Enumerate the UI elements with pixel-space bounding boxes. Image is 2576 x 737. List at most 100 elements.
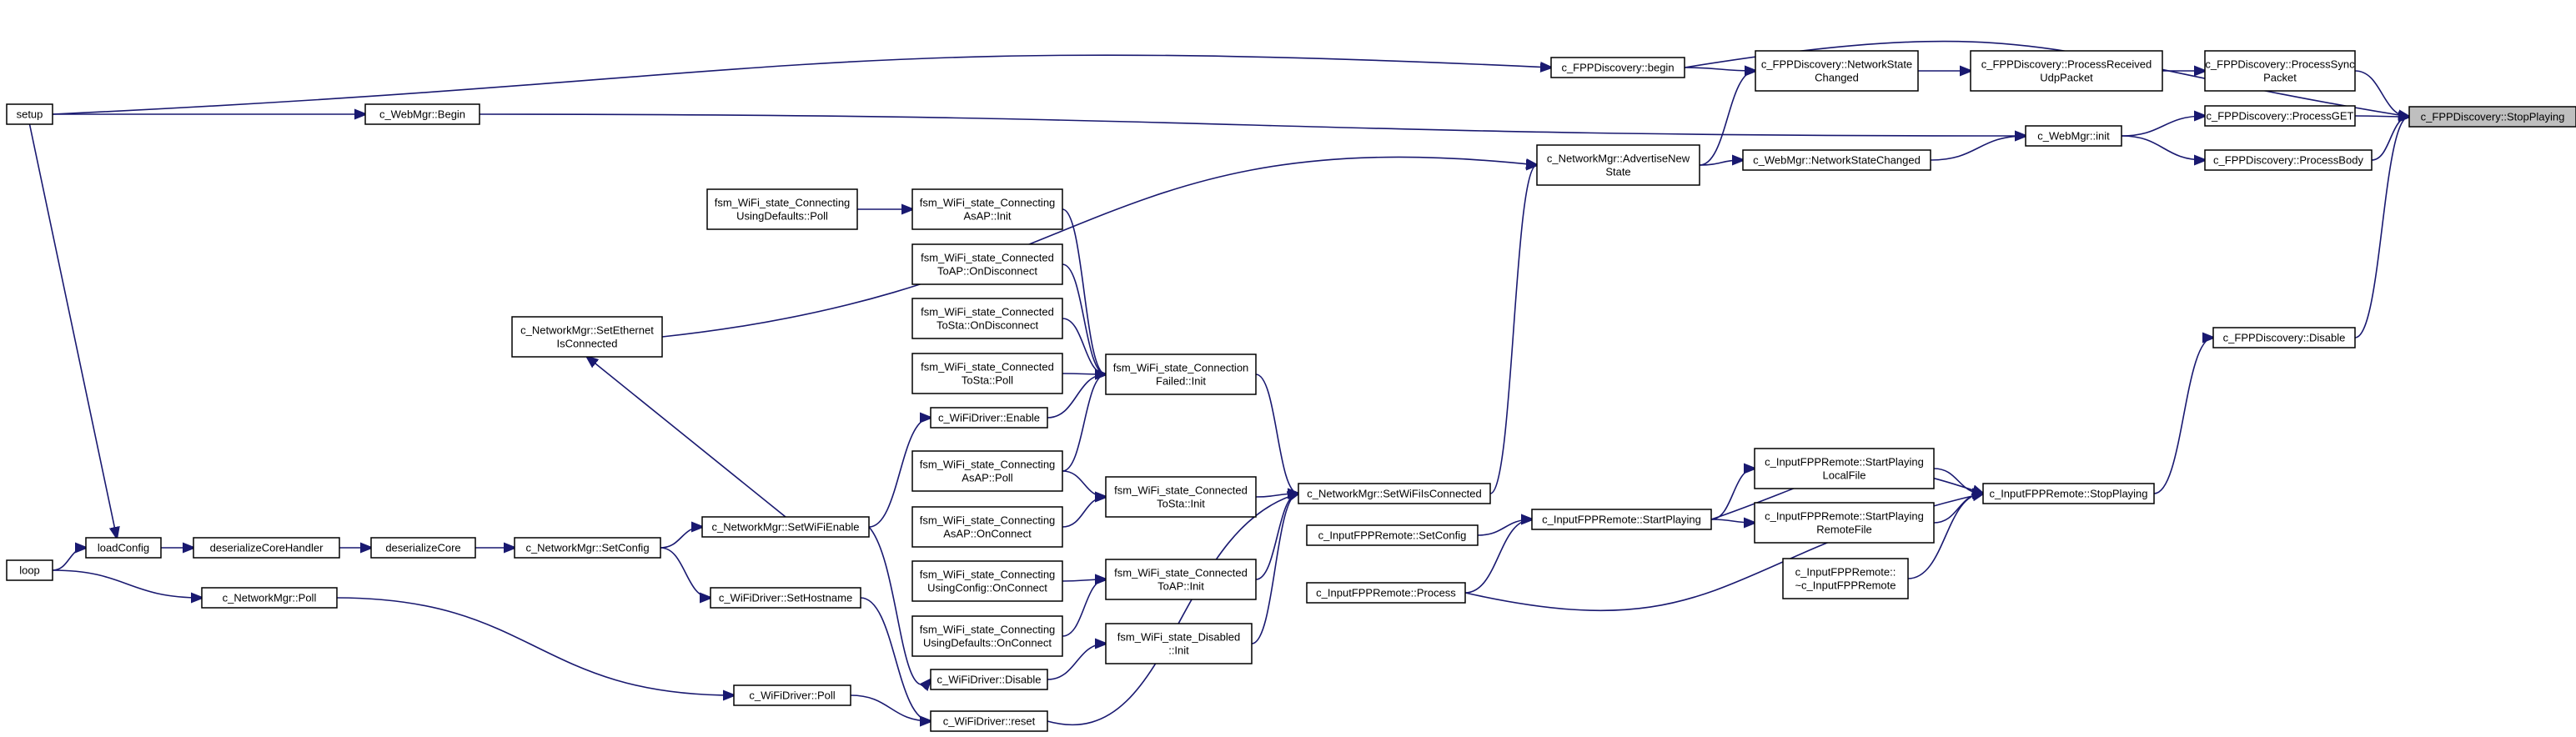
node-irsetcfg[interactable]: c_InputFPPRemote::SetConfig bbox=[1306, 524, 1479, 546]
node-label-defconn-0: fsm_WiFi_state_Connecting bbox=[920, 624, 1056, 636]
node-nmsetcfg[interactable]: c_NetworkMgr::SetConfig bbox=[514, 537, 661, 559]
node-dscore[interactable]: deserializeCore bbox=[370, 537, 476, 559]
node-wdreset[interactable]: c_WiFiDriver::reset bbox=[930, 710, 1048, 732]
node-box-defconn bbox=[911, 615, 1063, 657]
node-wddisable[interactable]: c_WiFiDriver::Disable bbox=[930, 669, 1048, 690]
node-box-pget bbox=[2204, 105, 2356, 127]
node-label-irdtor-1: ~c_InputFPPRemote bbox=[1795, 579, 1896, 592]
node-label-irdtor-0: c_InputFPPRemote:: bbox=[1795, 566, 1896, 579]
edge-failinit-to-wificonn bbox=[1255, 374, 1298, 494]
node-label-irsremote-0: c_InputFPPRemote::StartPlaying bbox=[1765, 510, 1924, 523]
edge-aponconn-to-tostainit bbox=[1062, 497, 1106, 528]
node-defpoll[interactable]: fsm_WiFi_state_ConnectingUsingDefaults::… bbox=[706, 188, 858, 230]
node-label-psync-1: Packet bbox=[2263, 72, 2297, 84]
node-box-wdpoll bbox=[733, 684, 851, 706]
node-defconn[interactable]: fsm_WiFi_state_ConnectingUsingDefaults::… bbox=[911, 615, 1063, 657]
node-box-ethconn bbox=[511, 316, 663, 358]
node-toapdisc[interactable]: fsm_WiFi_state_ConnectedToAP::OnDisconne… bbox=[911, 243, 1063, 285]
node-label-wdreset-0: c_WiFiDriver::reset bbox=[943, 715, 1036, 728]
node-box-wificonn bbox=[1298, 483, 1491, 504]
node-label-nsc-0: c_FPPDiscovery::NetworkState bbox=[1761, 58, 1912, 71]
node-disable[interactable]: c_FPPDiscovery::Disable bbox=[2212, 327, 2356, 348]
node-box-aponconn bbox=[911, 506, 1063, 548]
node-box-nmpoll bbox=[201, 587, 338, 609]
node-irstart[interactable]: c_InputFPPRemote::StartPlaying bbox=[1531, 509, 1712, 530]
node-loop[interactable]: loop bbox=[6, 559, 53, 581]
node-nmwifien[interactable]: c_NetworkMgr::SetWiFiEnable bbox=[701, 516, 870, 538]
node-irdtor[interactable]: c_InputFPPRemote::~c_InputFPPRemote bbox=[1782, 558, 1909, 599]
node-box-irsremote bbox=[1754, 502, 1935, 544]
node-pget[interactable]: c_FPPDiscovery::ProcessGET bbox=[2204, 105, 2356, 127]
node-box-wddisable bbox=[930, 669, 1048, 690]
node-label-wdpoll-0: c_WiFiDriver::Poll bbox=[749, 689, 835, 702]
node-setup[interactable]: setup bbox=[6, 103, 53, 125]
node-loadcfg[interactable]: loadConfig bbox=[85, 537, 162, 559]
node-wdsethost[interactable]: c_WiFiDriver::SetHostname bbox=[710, 587, 861, 609]
node-fbegin[interactable]: c_FPPDiscovery::begin bbox=[1550, 57, 1685, 78]
node-cfgconn[interactable]: fsm_WiFi_state_ConnectingUsingConfig::On… bbox=[911, 560, 1063, 602]
edge-psync-to-root bbox=[2354, 70, 2409, 117]
edge-fbegin-to-root bbox=[1684, 40, 2409, 117]
node-label-apinit-0: fsm_WiFi_state_Connecting bbox=[920, 197, 1056, 209]
node-box-wdsethost bbox=[710, 587, 861, 609]
node-label-pbody-0: c_FPPDiscovery::ProcessBody bbox=[2213, 154, 2363, 167]
node-wminit[interactable]: c_WebMgr::init bbox=[2025, 125, 2122, 147]
node-label-dscore-0: deserializeCore bbox=[385, 542, 460, 554]
edge-wddisable-to-disinit bbox=[1047, 644, 1106, 680]
node-wmbegin[interactable]: c_WebMgr::Begin bbox=[364, 103, 480, 125]
node-box-disable bbox=[2212, 327, 2356, 348]
node-wificonn[interactable]: c_NetworkMgr::SetWiFiIsConnected bbox=[1298, 483, 1491, 504]
node-irprocess[interactable]: c_InputFPPRemote::Process bbox=[1306, 582, 1466, 604]
node-tostadisc[interactable]: fsm_WiFi_state_ConnectedToSta::OnDisconn… bbox=[911, 298, 1063, 339]
node-pbody[interactable]: c_FPPDiscovery::ProcessBody bbox=[2204, 149, 2373, 171]
edge-wmnsc-to-wminit bbox=[1930, 136, 2026, 161]
node-label-wddisable-0: c_WiFiDriver::Disable bbox=[937, 674, 1042, 686]
node-box-disinit bbox=[1105, 623, 1253, 664]
edge-wificonn-to-adv bbox=[1489, 165, 1537, 494]
edge-irslocal-to-irstop bbox=[1933, 468, 1983, 494]
node-label-dscorehdl-0: deserializeCoreHandler bbox=[210, 542, 324, 554]
node-label-setup-0: setup bbox=[17, 108, 43, 121]
node-disinit[interactable]: fsm_WiFi_state_Disabled::Init bbox=[1105, 623, 1253, 664]
edge-wminit-to-pbody bbox=[2121, 135, 2205, 160]
node-dscorehdl[interactable]: deserializeCoreHandler bbox=[193, 537, 340, 559]
node-nsc[interactable]: c_FPPDiscovery::NetworkStateChanged bbox=[1755, 50, 1919, 92]
node-wdpoll[interactable]: c_WiFiDriver::Poll bbox=[733, 684, 851, 706]
edge-disable-to-root bbox=[2354, 117, 2409, 338]
node-box-appoll bbox=[911, 450, 1063, 492]
node-box-prudp bbox=[1970, 50, 2163, 92]
node-box-irsetcfg bbox=[1306, 524, 1479, 546]
edge-tostadisc-to-failinit bbox=[1062, 318, 1106, 374]
edge-irstart-to-irsremote bbox=[1710, 519, 1755, 523]
node-label-loadcfg-0: loadConfig bbox=[98, 542, 149, 554]
node-nmpoll[interactable]: c_NetworkMgr::Poll bbox=[201, 587, 338, 609]
node-box-tostadisc bbox=[911, 298, 1063, 339]
node-irstop[interactable]: c_InputFPPRemote::StopPlaying bbox=[1982, 483, 2155, 504]
node-label-defpoll-0: fsm_WiFi_state_Connecting bbox=[715, 197, 851, 209]
node-wdenable[interactable]: c_WiFiDriver::Enable bbox=[930, 407, 1048, 429]
edge-nmsetcfg-to-wdsethost bbox=[660, 547, 711, 598]
edge-ethconn-to-adv bbox=[661, 156, 1537, 338]
node-root[interactable]: c_FPPDiscovery::StopPlaying bbox=[2408, 106, 2576, 128]
edge-adv-to-wmnsc bbox=[1699, 160, 1743, 165]
node-wmnsc[interactable]: c_WebMgr::NetworkStateChanged bbox=[1742, 149, 1931, 171]
nodes-layer: c_FPPDiscovery::StopPlayingc_FPPDiscover… bbox=[6, 50, 2576, 732]
node-box-irprocess bbox=[1306, 582, 1466, 604]
edge-toapinit-to-wificonn bbox=[1255, 494, 1298, 580]
node-label-toapdisc-1: ToAP::OnDisconnect bbox=[937, 265, 1037, 278]
node-label-irstart-0: c_InputFPPRemote::StartPlaying bbox=[1542, 514, 1701, 526]
node-label-aponconn-1: AsAP::OnConnect bbox=[943, 528, 1032, 540]
